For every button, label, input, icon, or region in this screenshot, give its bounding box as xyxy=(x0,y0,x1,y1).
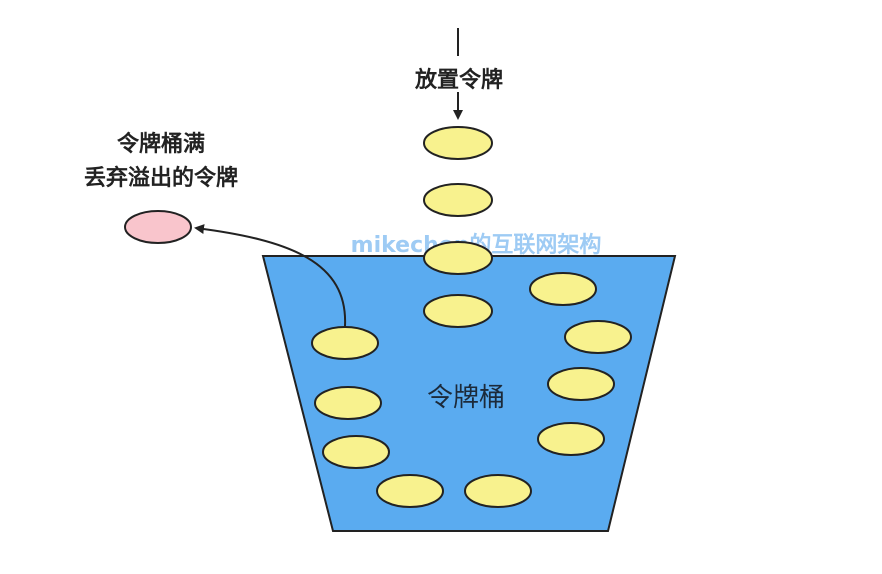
token xyxy=(537,422,605,456)
token xyxy=(423,126,493,160)
token xyxy=(423,294,493,328)
token xyxy=(547,367,615,401)
bucket-label: 令牌桶 xyxy=(427,383,505,413)
overflow-arrow xyxy=(194,224,347,327)
token xyxy=(529,272,597,306)
token xyxy=(423,241,493,275)
overflow-label-line2: 丢弃溢出的令牌 xyxy=(84,165,238,191)
token xyxy=(464,474,532,508)
token xyxy=(564,320,632,354)
overflow-label-line1: 令牌桶满 xyxy=(117,131,205,157)
discarded-token xyxy=(124,210,192,244)
token xyxy=(314,386,382,420)
token xyxy=(423,183,493,217)
token xyxy=(376,474,444,508)
put-token-label: 放置令牌 xyxy=(414,67,503,93)
token xyxy=(311,326,379,360)
token xyxy=(322,435,390,469)
